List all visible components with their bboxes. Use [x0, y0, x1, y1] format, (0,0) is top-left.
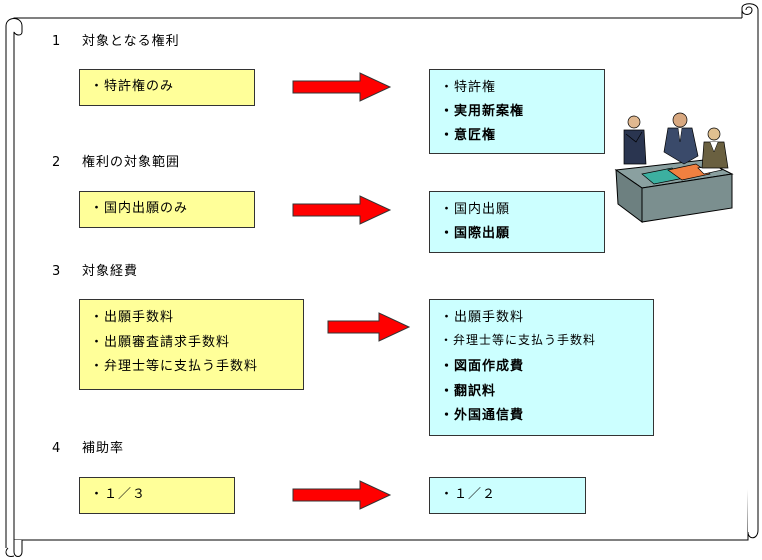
after-item: ・意匠権	[440, 128, 497, 143]
after-item: ・１／２	[440, 487, 497, 502]
before-item: ・弁理士等に支払う手数料	[90, 359, 259, 374]
after-item: ・特許権	[440, 80, 497, 95]
right-arrow-icon	[292, 72, 392, 102]
section-2-before-box: ・国内出願のみ	[79, 191, 255, 228]
before-item: ・出願手数料	[90, 310, 175, 325]
section-1-number: 1	[52, 34, 62, 49]
after-item: ・図面作成費	[440, 359, 525, 374]
business-meeting-illustration	[614, 112, 734, 223]
section-1-before-box: ・特許権のみ	[79, 69, 255, 106]
right-arrow-icon	[327, 312, 411, 342]
section-4-label: 補助率	[82, 441, 125, 456]
section-3-after-box: ・出願手数料 ・弁理士等に支払う手数料 ・図面作成費 ・翻訳料 ・外国通信費	[429, 299, 654, 436]
section-2-label: 権利の対象範囲	[82, 155, 181, 170]
section-4-before-box: ・１／３	[79, 477, 235, 514]
section-3-title: 3 対象経費	[52, 264, 138, 280]
after-item: ・出願手数料	[440, 310, 525, 325]
after-item: ・国際出願	[440, 226, 511, 241]
section-2-after-box: ・国内出願 ・国際出願	[429, 191, 605, 253]
before-item: ・国内出願のみ	[90, 201, 189, 216]
before-item: ・出願審査請求手数料	[90, 335, 231, 350]
section-4-after-box: ・１／２	[429, 477, 586, 514]
section-4-number: 4	[52, 441, 62, 456]
section-1-title: 1 対象となる権利	[52, 34, 180, 50]
section-2-title: 2 権利の対象範囲	[52, 155, 180, 171]
section-1-label: 対象となる権利	[82, 34, 180, 49]
right-arrow-icon	[292, 195, 392, 225]
section-1-after-box: ・特許権 ・実用新案権 ・意匠権	[429, 69, 605, 154]
after-item: ・弁理士等に支払う手数料	[440, 333, 597, 347]
before-item: ・特許権のみ	[90, 79, 175, 94]
section-3-label: 対象経費	[82, 264, 139, 279]
after-item: ・翻訳料	[440, 384, 497, 399]
right-arrow-icon	[292, 480, 392, 510]
after-item: ・実用新案権	[440, 104, 525, 119]
section-3-before-box: ・出願手数料 ・出願審査請求手数料 ・弁理士等に支払う手数料	[79, 299, 304, 390]
section-2-number: 2	[52, 155, 62, 170]
after-item: ・外国通信費	[440, 408, 525, 423]
after-item: ・国内出願	[440, 202, 511, 217]
section-3-number: 3	[52, 264, 62, 279]
section-4-title: 4 補助率	[52, 441, 124, 457]
before-item: ・１／３	[90, 487, 147, 502]
